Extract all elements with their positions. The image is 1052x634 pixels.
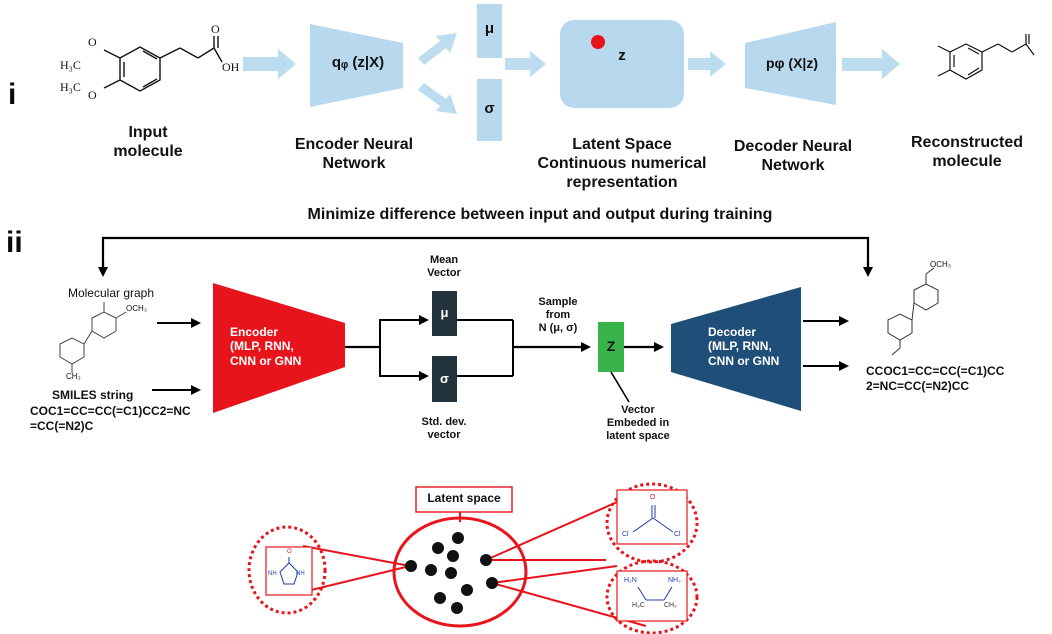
std-dev-vector-label: Std. dev. vector: [421, 416, 467, 442]
vector-embedded-label: Vector Embeded in latent space: [606, 404, 670, 443]
mol-h3c-top: H₃C: [60, 58, 81, 72]
input-ch3-label: CH₃: [66, 372, 81, 381]
left-mol-o: O: [287, 549, 292, 555]
z-pointer: [610, 371, 630, 403]
flow-arrow-to-decoder: [688, 51, 726, 77]
sigma-label-i: σ: [484, 100, 495, 117]
flow-arrow-input-encoder: [243, 49, 296, 79]
reconstructed-molecule-structure: [937, 34, 1035, 80]
mol-o-top: O: [88, 35, 97, 49]
output-molecular-graph: [887, 267, 939, 356]
latent-space-title: Latent space: [427, 491, 501, 505]
ethylenediamine-structure: [637, 586, 673, 601]
split-to-mu: [379, 315, 429, 347]
feedback-bracket: [101, 236, 870, 271]
eda-ch2: CH₂: [664, 602, 677, 609]
smiles-title: SMILES string: [52, 388, 134, 402]
inset-box-left: [265, 546, 313, 596]
mol-oh: OH: [222, 60, 240, 74]
mu-label-ii: μ: [440, 305, 449, 320]
smiles-output: CCOC1=CC=CC(=C1)CC 2=NC=CC(=N2)CC: [866, 364, 1005, 393]
flow-arrow-to-mu: [418, 33, 457, 65]
z-label-ii: Z: [606, 338, 616, 354]
encoder-network-label: Encoder Neural Network: [294, 136, 414, 172]
mean-vector-label: Mean Vector: [427, 254, 461, 280]
flow-arrow-to-sigma: [418, 83, 457, 114]
mol-o-bottom: O: [88, 88, 97, 102]
zoom-circle-right-top: [605, 482, 699, 564]
eda-nh2: NH₂: [668, 577, 681, 584]
latent-space-ellipse: [392, 516, 528, 628]
mol-acid-o: O: [211, 22, 220, 36]
output-och3-label: OCH₃: [930, 260, 952, 269]
mu-box-i: [477, 4, 502, 58]
zoom-circle-right-bottom: [605, 559, 699, 634]
input-molecular-graph: [59, 302, 127, 373]
encoder-trapezoid-ii: [213, 283, 345, 413]
encoder-box-text: Encoder (MLP, RNN, CNN or GNN: [230, 325, 302, 368]
latent-z-label: z: [618, 47, 626, 64]
decoder-formula: pφ (X|z): [765, 55, 819, 71]
encoder-trapezoid: [310, 24, 403, 107]
panel-label-i: i: [8, 78, 17, 111]
input-molecule-label: Input molecule: [113, 124, 183, 160]
mu-label-i: μ: [484, 20, 495, 37]
latent-point: [591, 35, 605, 49]
left-mol-nh2: NH: [296, 571, 305, 577]
flow-arrow-to-latent: [505, 51, 546, 77]
molecular-graph-label: Molecular graph: [67, 286, 155, 300]
phosgene-cl2: Cl: [674, 531, 681, 538]
inset-box-right-top: [616, 489, 688, 545]
decoder-trapezoid-ii: [671, 287, 801, 411]
sigma-box-i: [477, 79, 502, 141]
eda-h2n: H₂N: [624, 577, 637, 584]
phosgene-structure: [632, 505, 674, 533]
phosgene-cl1: Cl: [622, 531, 629, 538]
input-molecule-structure: [103, 36, 223, 92]
minimize-difference-text: Minimize difference between input and ou…: [307, 206, 773, 223]
sigma-label-ii: σ: [440, 371, 449, 386]
zoom-line-left-top: [302, 545, 411, 567]
zoom-circle-left: [247, 525, 327, 615]
latent-dots: [405, 532, 498, 614]
smiles-input: COC1=CC=CC(=C1)CC2=NC =CC(=N2)C: [30, 404, 191, 433]
latent-space-label: Latent Space Continuous numerical repres…: [537, 136, 707, 191]
left-mol-nh1: NH: [268, 571, 277, 577]
imidazolidinone-structure: [279, 557, 299, 585]
mol-h3c-bottom: H₃C: [60, 80, 81, 94]
phosgene-o: O: [650, 494, 656, 501]
encoder-formula: qᵩ (z|X): [331, 54, 385, 71]
panel-label-ii: ii: [6, 226, 23, 259]
sigma-box-ii: [432, 356, 457, 402]
z-box: [598, 322, 624, 372]
reconstructed-molecule-label: Reconstructed molecule: [910, 134, 1024, 170]
decoder-network-label: Decoder Neural Network: [733, 138, 853, 174]
inset-box-right-bottom: [616, 570, 688, 622]
mu-box-ii: [432, 291, 457, 336]
decoder-trapezoid: [745, 22, 836, 105]
latent-title-box: [415, 486, 513, 513]
split-to-sigma: [379, 347, 429, 381]
decoder-box-text: Decoder (MLP, RNN, CNN or GNN: [708, 325, 780, 368]
sample-from-label: Sample from N (μ, σ): [538, 296, 578, 335]
flow-arrow-to-output: [842, 49, 900, 79]
input-och3-label: OCH₃: [126, 304, 148, 313]
zoom-line-rb-top: [491, 565, 618, 584]
zoom-line-rt-top: [485, 498, 625, 561]
eda-h3c: H₃C: [632, 602, 645, 609]
